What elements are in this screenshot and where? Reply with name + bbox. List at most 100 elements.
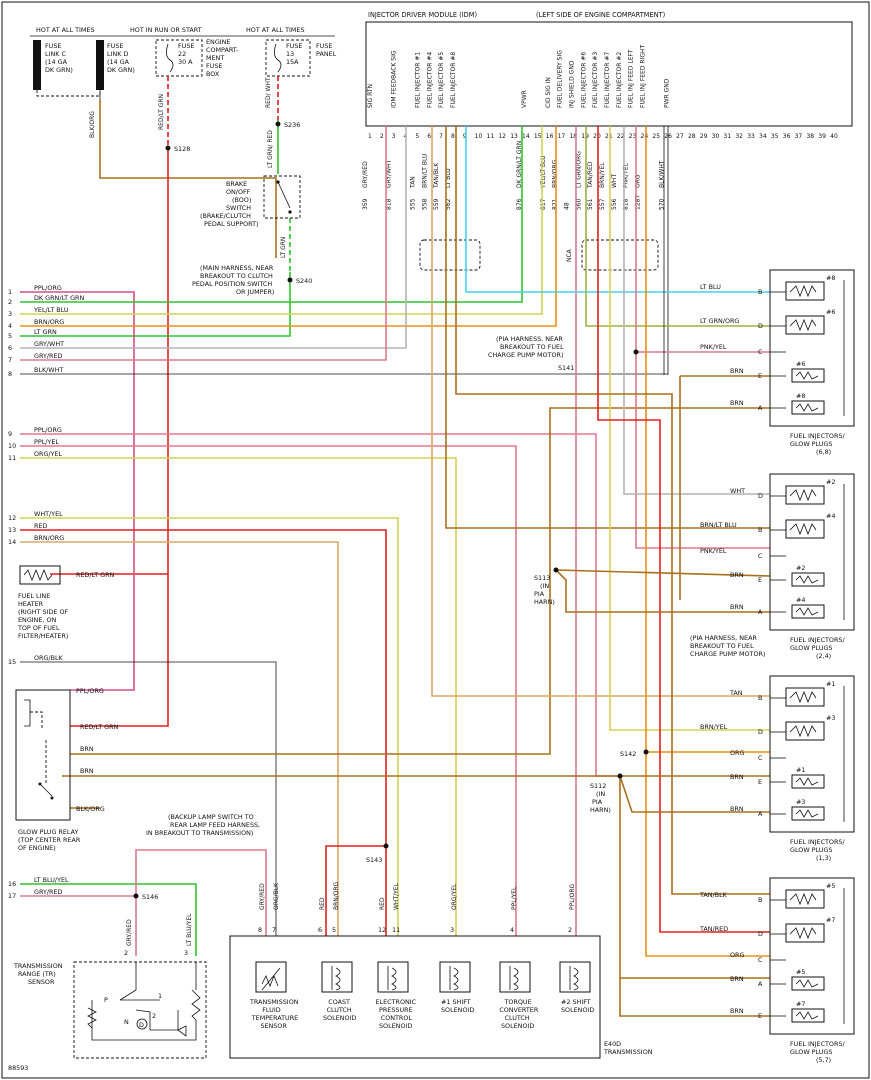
idm-pin-10: 10 <box>475 133 483 140</box>
left-wire-label-10: PPL/YEL <box>34 438 59 446</box>
idm-pin-32: 32 <box>735 133 743 140</box>
svg-text:SWITCH: SWITCH <box>226 204 251 212</box>
inj-group-title: (2,4) <box>816 652 831 660</box>
left-wire-label-9: PPL/ORG <box>34 426 62 434</box>
svg-text:PIA: PIA <box>534 590 545 598</box>
e40d-transmission: E40D TRANSMISSION 8GRY/RED7ORG/BLK6RED5B… <box>229 881 653 1059</box>
inj-pin-B: B <box>758 526 762 534</box>
svg-text:(PIA HARNESS, NEAR: (PIA HARNESS, NEAR <box>496 335 563 343</box>
left-wire-num-6: 6 <box>8 344 12 352</box>
inj-wire-label: BRN/LT BLU <box>700 521 737 529</box>
idm-pin-13: 13 <box>510 133 518 140</box>
svg-text:22: 22 <box>178 50 186 58</box>
left-wire-num-2: 2 <box>8 298 12 306</box>
inj-pin-C: C <box>758 754 763 762</box>
svg-text:BREAKOUT TO CLUTCH: BREAKOUT TO CLUTCH <box>200 272 273 280</box>
idm-circuit-876: 876 <box>516 198 523 210</box>
fuse-section: HOT AT ALL TIMES HOT IN RUN OR START HOT… <box>30 26 337 100</box>
glow-plug-icon <box>791 806 825 821</box>
idm-wire-color: BLK/WHT <box>658 160 665 188</box>
svg-text:(BOO): (BOO) <box>232 196 251 204</box>
inj-group-title: GLOW PLUGS <box>790 846 832 854</box>
svg-text:OR JUMPER): OR JUMPER) <box>236 288 274 296</box>
left-wire-num-8: 8 <box>8 370 12 378</box>
idm-pin-30: 30 <box>712 133 720 140</box>
inj-pin-D: D <box>758 492 763 500</box>
svg-text:COMPART-: COMPART- <box>206 46 238 54</box>
idm-circuit-555: 555 <box>409 198 416 210</box>
splice-s143 <box>383 843 389 849</box>
left-wire-label-14: BRN/ORG <box>34 534 64 542</box>
fuse-22-label: FUSE 22 30 A <box>178 42 194 66</box>
trans-component-label: TEMPERATURE <box>251 1014 298 1022</box>
idm-pin-label: VPWR <box>521 90 528 108</box>
svg-text:FUSE: FUSE <box>206 62 222 70</box>
wire-tan-blk-inj5 <box>455 126 770 895</box>
inj-pin-E: E <box>758 778 762 786</box>
splice-s236 <box>275 121 281 127</box>
wire-5-ltgrn <box>20 272 291 337</box>
left-wire-label-16: LT BLU/YEL <box>34 876 69 884</box>
trans-component-label: SOLENOID <box>441 1006 474 1014</box>
glow-plug-icon <box>791 976 825 991</box>
svg-text:(14 GA: (14 GA <box>45 58 68 66</box>
fuse-hot-all-left: HOT AT ALL TIMES <box>36 26 95 34</box>
inj-pin-E: E <box>758 576 762 584</box>
svg-text:PEDAL POSITION SWITCH: PEDAL POSITION SWITCH <box>192 280 272 288</box>
idm-pin-17: 17 <box>558 133 566 140</box>
idm-pin-33: 33 <box>747 133 755 140</box>
inj-wire-label: TAN/RED <box>699 925 728 933</box>
inj-dev-label: #6 <box>826 308 835 316</box>
inj-wire-label: TAN/BLK <box>699 891 728 899</box>
note-backup-lamp: (BACKUP LAMP SWITCH TO REAR LAMP FEED HA… <box>146 813 260 837</box>
wire-brn-s112-5a <box>619 776 770 979</box>
splice-s112 <box>617 773 623 779</box>
trans-pin-8: 8 <box>258 926 262 934</box>
tag-relay-ppl-org: PPL/ORG <box>76 687 104 695</box>
svg-text:(IN: (IN <box>596 790 605 798</box>
trans-component-label: SENSOR <box>261 1022 288 1030</box>
trans-pin-6: 6 <box>318 926 322 934</box>
svg-text:PIA: PIA <box>592 798 603 806</box>
idm-wire-color: LT GRN/ORG <box>575 151 582 188</box>
glow-plug-icon <box>791 400 825 415</box>
svg-text:LINK C: LINK C <box>45 50 66 58</box>
fuel-line-heater: FUEL LINE HEATER (RIGHT SIDE OF ENGINE, … <box>17 565 68 640</box>
svg-text:CHARGE PUMP MOTOR): CHARGE PUMP MOTOR) <box>690 650 765 658</box>
glow-plug-relay: GLOW PLUG RELAY (TOP CENTER REAR OF ENGI… <box>15 689 81 852</box>
svg-text:S113: S113 <box>534 574 550 582</box>
idm-wire-color: WHT <box>611 174 618 188</box>
idm-pin-1: 1 <box>368 133 372 140</box>
svg-text:S128: S128 <box>174 145 190 153</box>
trans-wire-color: BRN/ORG <box>333 881 340 910</box>
fuse-13-label: FUSE 13 15A <box>286 42 302 66</box>
idm-pin-23: 23 <box>629 133 637 140</box>
inj-group-title: (5,7) <box>816 1056 831 1064</box>
idm-pin-29: 29 <box>700 133 708 140</box>
inj-wire-label: LT BLU <box>700 283 721 291</box>
svg-text:TRANSMISSION: TRANSMISSION <box>603 1048 653 1056</box>
svg-text:FILTER/HEATER): FILTER/HEATER) <box>18 632 68 640</box>
wire-brn-s112-a <box>619 775 770 813</box>
left-wire-num-13: 13 <box>8 526 16 534</box>
trans-component-label: CONVERTER <box>499 1006 539 1014</box>
svg-text:15A: 15A <box>286 58 299 66</box>
svg-text:(TOP CENTER REAR: (TOP CENTER REAR <box>18 836 81 844</box>
trans-component-label: COAST <box>328 998 350 1006</box>
idm-wire-color: BRN/ORG <box>552 159 559 188</box>
idm-pin-label: FUEL DELIVERY SIG <box>557 50 564 108</box>
left-wire-label-6: GRY/WHT <box>34 340 64 348</box>
idm-circuit-560: 560 <box>575 198 582 210</box>
svg-text:(BRAKE/CLUTCH: (BRAKE/CLUTCH <box>200 212 251 220</box>
tag-ltgrn: LT GRN <box>280 237 287 258</box>
inj-pin-A: A <box>758 810 763 818</box>
wire-wht-inj2 <box>623 126 770 495</box>
wire-brn-s113-a <box>555 569 770 613</box>
inj-wire-label: LT GRN/ORG <box>700 317 739 325</box>
left-wire-num-3: 3 <box>8 310 12 318</box>
solenoid-icon <box>569 966 579 991</box>
idm-pin-label: SIG RTN <box>367 84 374 108</box>
svg-text:FUSE: FUSE <box>107 42 123 50</box>
